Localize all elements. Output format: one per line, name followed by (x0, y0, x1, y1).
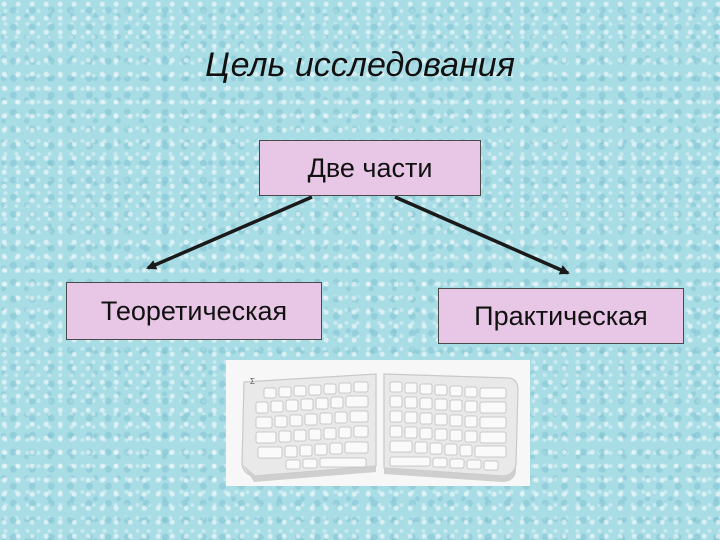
theoretical-label: Теоретическая (100, 295, 288, 326)
theoretical-box: Теоретическая (66, 282, 322, 340)
practical-label: Практическая (474, 300, 648, 331)
keyboard-right-half (383, 373, 519, 482)
arrow-to-practical (394, 195, 570, 275)
two-parts-box: Две части (259, 140, 481, 196)
two-parts-label: Две части (307, 152, 433, 183)
keyboard-left-half: Σ (241, 373, 377, 482)
slide-title: Цель исследования (205, 46, 515, 84)
split-keyboard-image: Σ (226, 360, 530, 486)
arrow-to-theoretical (146, 195, 313, 270)
svg-text:Σ: Σ (250, 377, 255, 386)
practical-box: Практическая (438, 288, 684, 344)
